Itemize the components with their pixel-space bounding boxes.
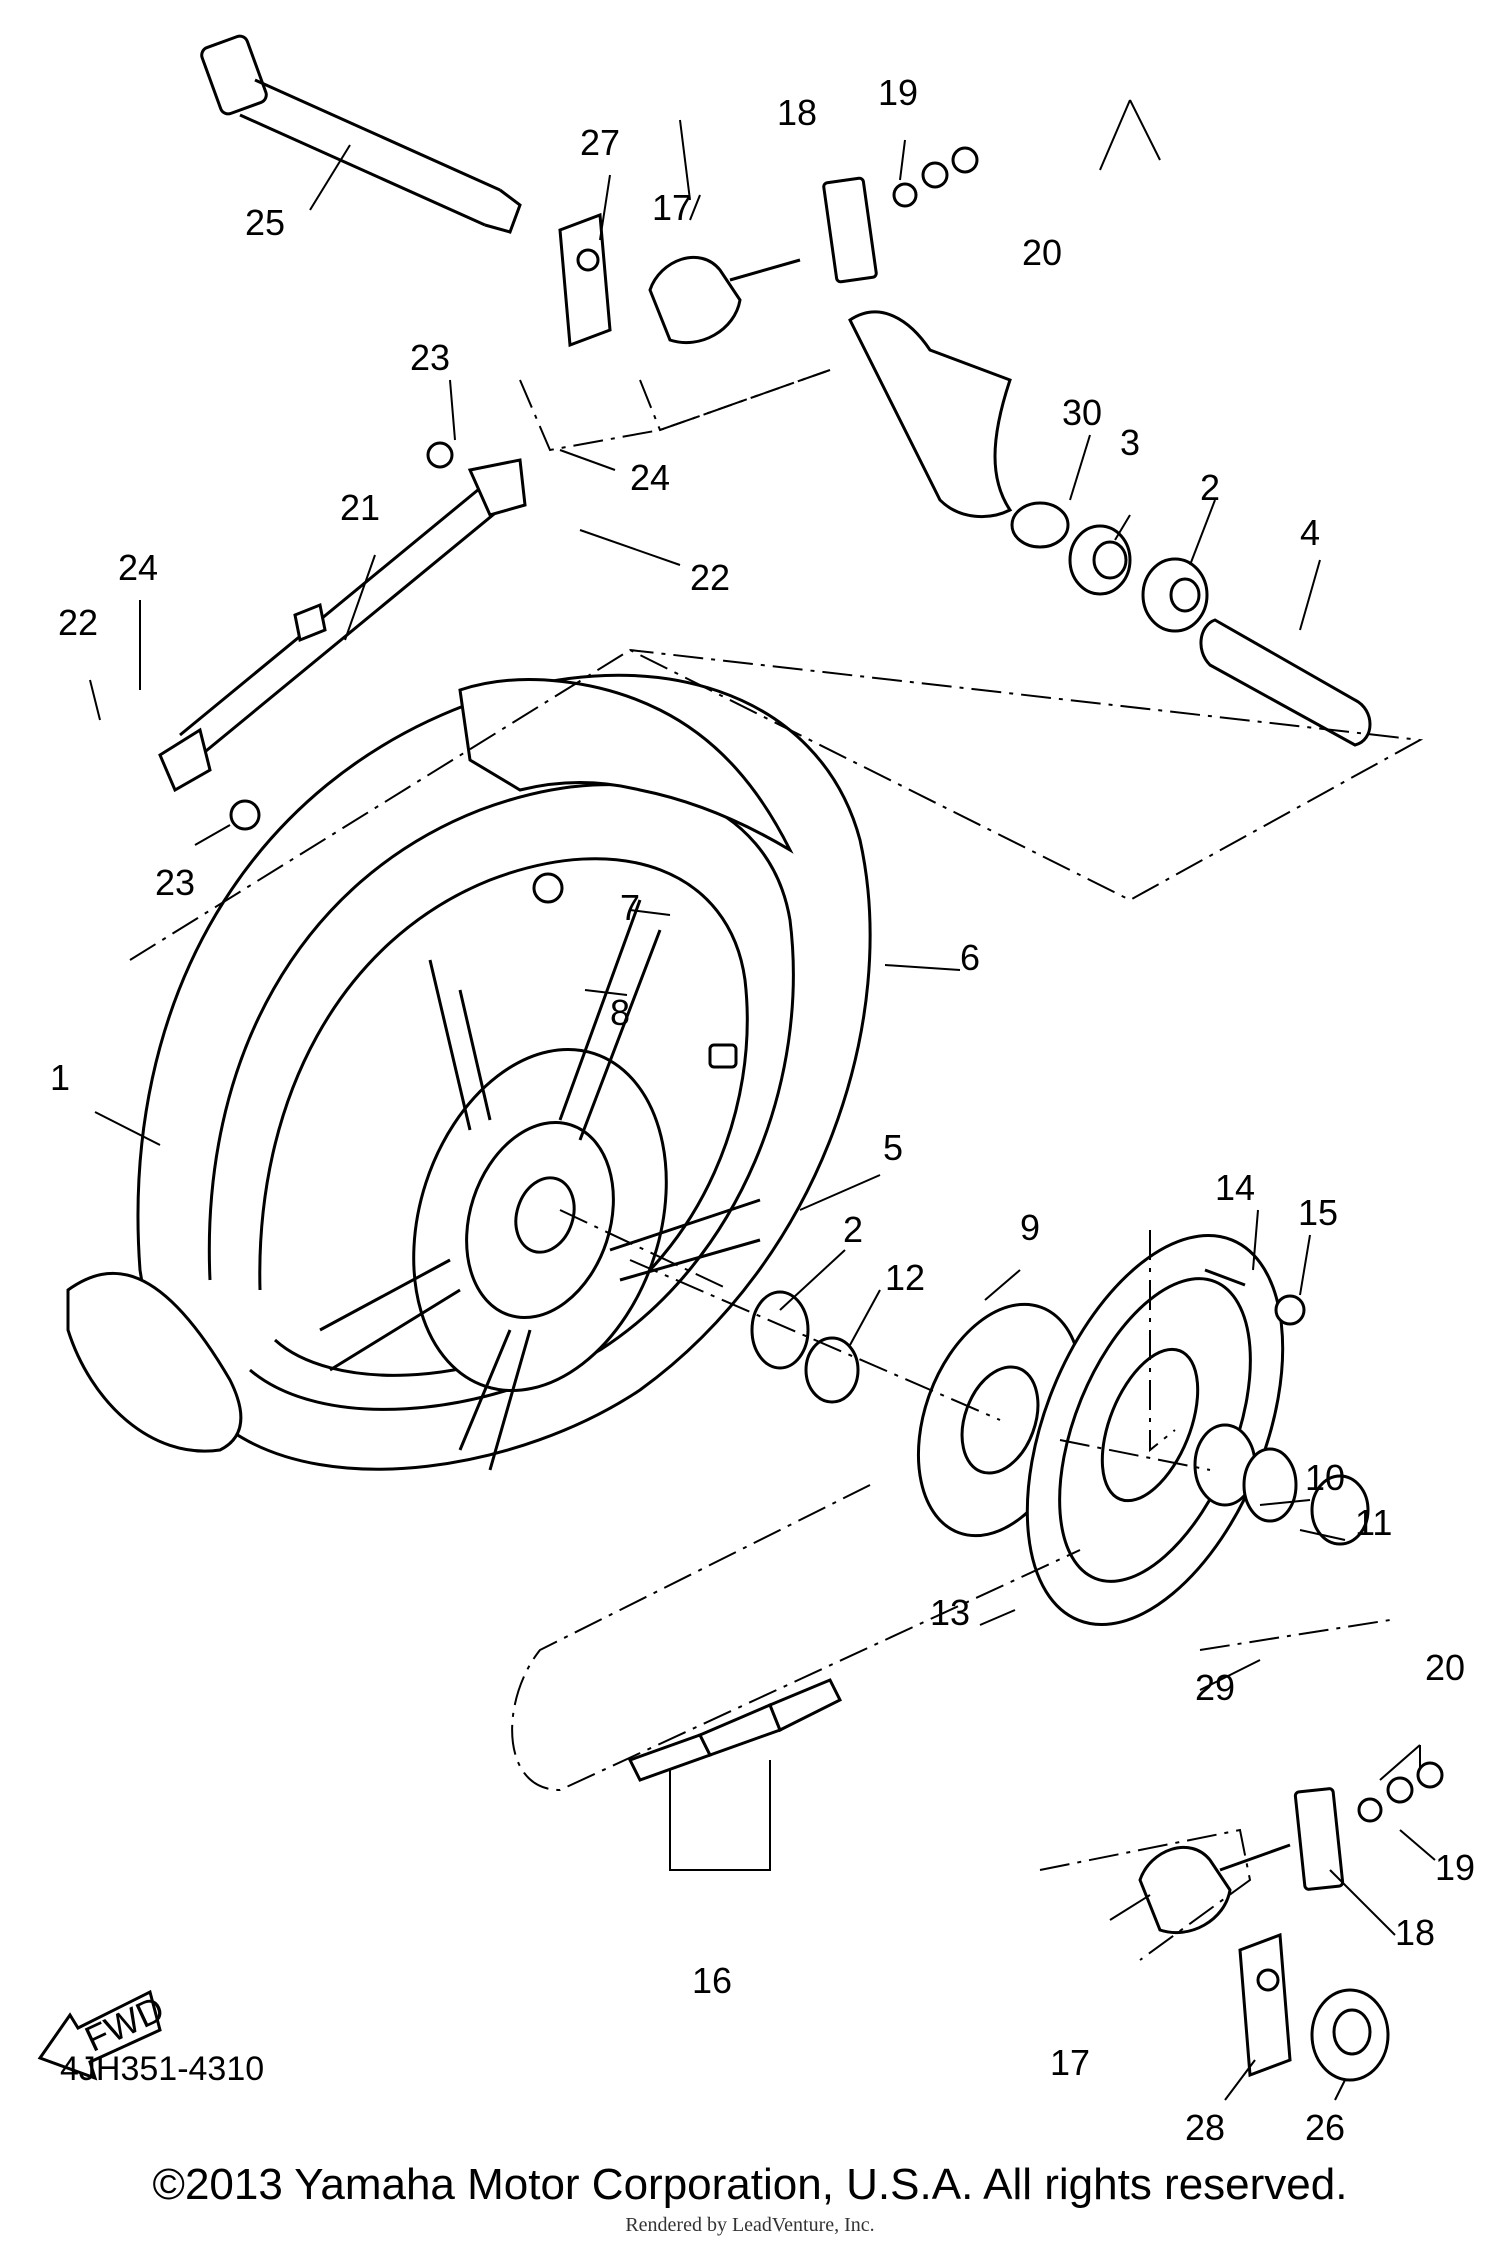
part-label-8: 8	[610, 992, 630, 1033]
sprocket-assembly-drawing	[750, 1234, 1370, 1626]
part-label-21: 21	[340, 487, 380, 528]
right-side-components-drawing	[848, 310, 1372, 747]
part-label-6: 6	[960, 937, 980, 978]
diagram-code: 4JH351-4310	[60, 2050, 265, 2088]
rear-wheel-drawing	[66, 673, 872, 1471]
part-label-18-lower: 18	[1395, 1912, 1435, 1953]
part-label-19-lower: 19	[1435, 1847, 1475, 1888]
part-number-labels: 1 2 2 3 4 5 6 7 8 9 10 11 12 13 14 15 16…	[50, 72, 1475, 2148]
part-label-14: 14	[1215, 1167, 1255, 1208]
part-label-19-upper: 19	[878, 72, 918, 113]
part-label-23-lower: 23	[155, 862, 195, 903]
part-label-12: 12	[885, 1257, 925, 1298]
part-label-17-lower: 17	[1050, 2042, 1090, 2083]
callout-leader-lines	[89, 99, 1436, 2101]
part-label-4: 4	[1300, 512, 1320, 553]
part-label-3: 3	[1120, 422, 1140, 463]
rendered-by-watermark: Rendered by LeadVenture, Inc.	[625, 2214, 875, 2236]
part-label-18-upper: 18	[777, 92, 817, 133]
fwd-label: FWD	[79, 1988, 171, 2060]
part-label-2-lower: 2	[843, 1209, 863, 1250]
part-label-13: 13	[930, 1592, 970, 1633]
part-label-1: 1	[50, 1057, 70, 1098]
part-label-15: 15	[1298, 1192, 1338, 1233]
part-label-25: 25	[245, 202, 285, 243]
axle-drawing	[200, 34, 522, 234]
part-label-28: 28	[1185, 2107, 1225, 2148]
part-label-2-upper: 2	[1200, 467, 1220, 508]
part-label-9: 9	[1020, 1207, 1040, 1248]
upper-chain-adjuster-drawing	[558, 146, 979, 348]
part-label-24-upper: 24	[630, 457, 670, 498]
torque-rod-drawing	[158, 441, 527, 831]
part-label-26: 26	[1305, 2107, 1345, 2148]
copyright-notice: ©2013 Yamaha Motor Corporation, U.S.A. A…	[152, 2160, 1348, 2209]
part-label-29: 29	[1195, 1667, 1235, 1708]
part-label-10: 10	[1305, 1457, 1345, 1498]
part-label-22-upper: 22	[690, 557, 730, 598]
part-label-22-lower: 22	[58, 602, 98, 643]
part-label-20-lower: 20	[1425, 1647, 1465, 1688]
part-label-7: 7	[620, 887, 640, 928]
assembly-alignment-lines	[129, 369, 1424, 1961]
part-label-5: 5	[883, 1127, 903, 1168]
part-label-24-lower: 24	[118, 547, 158, 588]
part-label-23-upper: 23	[410, 337, 450, 378]
lower-chain-adjuster-drawing	[1138, 1761, 1444, 2082]
part-label-30: 30	[1062, 392, 1102, 433]
part-label-11: 11	[1355, 1502, 1392, 1543]
part-label-17-upper: 17	[652, 187, 692, 228]
part-label-27: 27	[580, 122, 620, 163]
part-label-16: 16	[692, 1960, 732, 2001]
part-label-20-upper: 20	[1022, 232, 1062, 273]
drive-chain-drawing	[511, 1484, 1081, 1792]
